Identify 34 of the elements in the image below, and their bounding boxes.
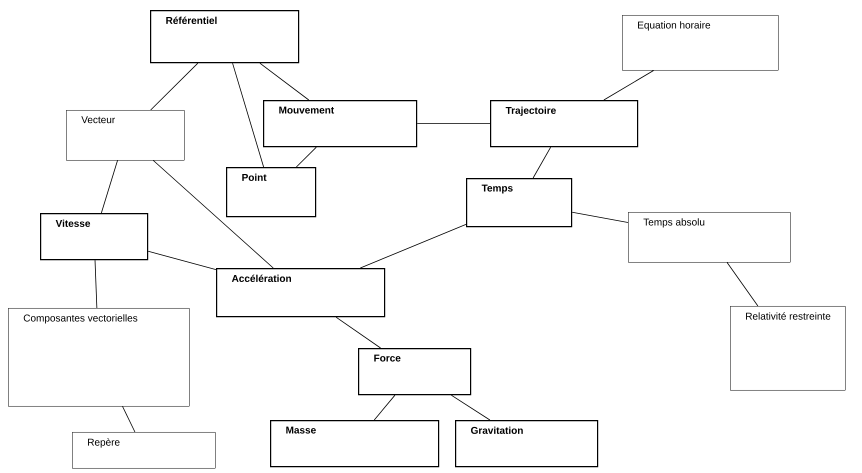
concept-box: Gravitation (455, 420, 598, 468)
connector-line (572, 212, 628, 223)
connector-line (603, 70, 654, 100)
connector-line (150, 62, 198, 110)
connector-line (374, 394, 396, 420)
connector-line (148, 250, 216, 270)
connector-line (232, 62, 264, 168)
concept-box: Composantes vectorielles (8, 308, 190, 406)
concept-box: Temps (466, 178, 572, 228)
concept-box: Relativité restreinte (730, 306, 846, 390)
connector-line (726, 262, 758, 306)
connector-line (296, 146, 317, 168)
concept-box: Vecteur (66, 110, 184, 160)
concept-box: Temps absolu (628, 212, 790, 262)
concept-box: Mouvement (263, 100, 418, 148)
concept-box: Référentiel (150, 10, 300, 64)
connector-line (100, 160, 118, 214)
connector-line (260, 62, 310, 100)
connector-line (152, 160, 274, 268)
concept-box: Equation horaire (622, 15, 778, 70)
concept-box: Masse (270, 420, 440, 468)
connector-line (450, 394, 490, 420)
concept-box: Vitesse (40, 213, 148, 260)
concept-box: Trajectoire (490, 100, 638, 148)
concept-box: Point (226, 167, 316, 218)
concept-box: Accélération (216, 268, 386, 318)
concept-box: Force (358, 348, 472, 396)
connector-line (94, 260, 98, 308)
connector-line (336, 316, 381, 348)
connector-line (532, 146, 552, 178)
concept-box: Repère (72, 432, 216, 468)
connector-line (360, 224, 466, 268)
connector-line (122, 406, 136, 432)
connector-line (416, 123, 490, 124)
